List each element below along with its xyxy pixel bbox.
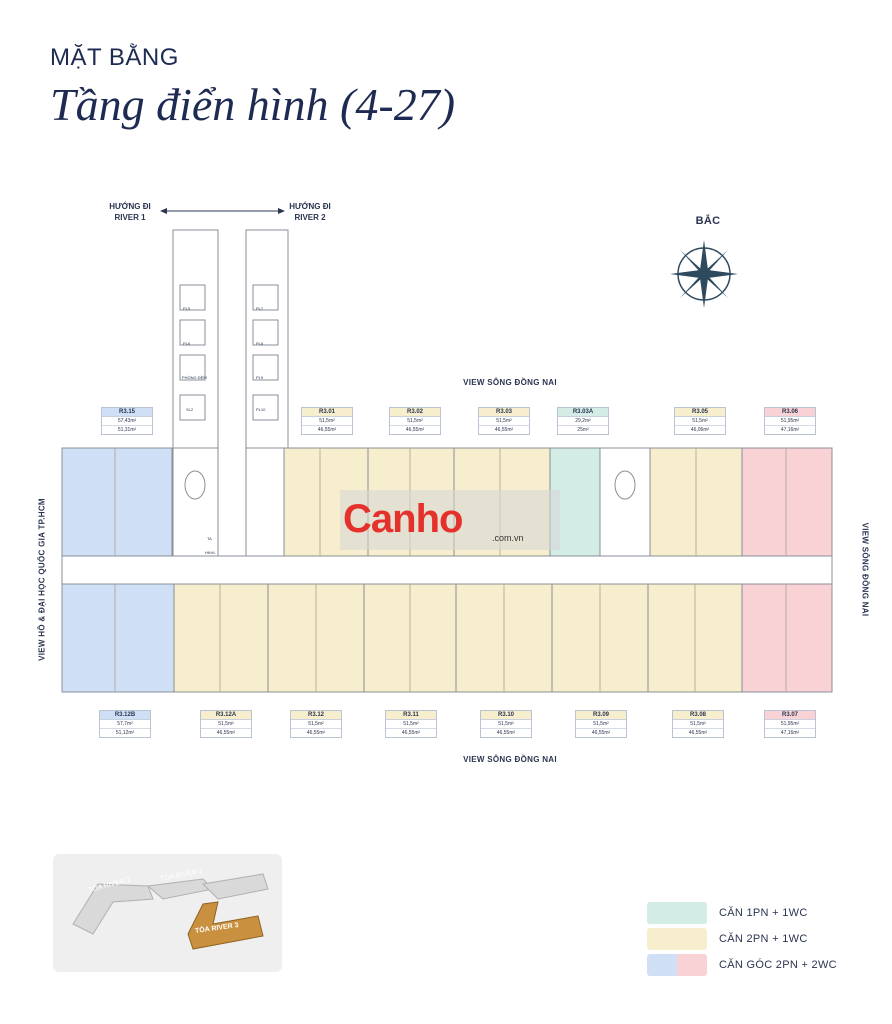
unit-r3-15 [61,447,173,557]
label-ta: TA [207,536,212,541]
compass-icon [670,240,738,308]
unit-tag-code: R3.06 [765,408,815,417]
label-pl5: PL5 [183,306,191,311]
direction-river2: HƯỚNG ĐI RIVER 2 [289,202,331,222]
unit-tag-b: 46,55m² [591,730,611,736]
unit-tag-code: R3.12A [201,711,251,720]
label-pl8: PL8 [256,341,264,346]
unit-tag-code: R3.03A [558,408,608,417]
unit-tag-a: 51,5m² [673,720,723,729]
unit-tag-code: R3.08 [673,711,723,720]
unit-tag-code: R3.12 [291,711,341,720]
unit-tag-b: 46,55m² [496,730,516,736]
unit-tag-b: 46,55m² [405,427,425,433]
label-pl7: PL7 [256,306,264,311]
unit-r3-12a [173,583,269,693]
legend-label-corner: CĂN GÓC 2PN + 2WC [719,959,837,971]
unit-tag-code: R3.12B [100,711,150,720]
unit-tag-a: 57,43m² [102,417,152,426]
unit-tag-code: R3.11 [386,711,436,720]
watermark-backdrop [340,490,560,550]
unit-r3-07 [741,583,833,693]
unit-tag-a: 51,5m² [201,720,251,729]
watermark-logo: Canho [343,497,463,541]
unit-tag-a: 51,5m² [302,417,352,426]
direction-river1: HƯỚNG ĐI RIVER 1 [109,202,151,222]
page-subtitle: MẶT BẰNG [50,44,179,71]
core-right [245,229,289,451]
north-label: BẮC [695,215,721,227]
view-top-label: VIEW SÔNG ĐỒNG NAI [463,378,557,387]
unit-tag-code: R3.15 [102,408,152,417]
unit-tag-b: 46,55m² [216,730,236,736]
unit-tag-code: R3.05 [675,408,725,417]
unit-tag-code: R3.07 [765,711,815,720]
watermark-domain: .com.vn [492,533,524,543]
unit-tag-code: R3.03 [479,408,529,417]
unit-tag-b: 47,16m² [780,427,800,433]
legend-label-1pn: CĂN 1PN + 1WC [719,907,808,919]
legend-2pn: CĂN 2PN + 1WC [647,928,808,950]
label-pl6: PL6 [183,341,191,346]
label-pl10: PL10 [256,407,266,412]
page-title: Tầng điển hình (4-27) [50,79,456,130]
legend-corner: CĂN GÓC 2PN + 2WC [647,954,837,976]
unit-tag-b: 46,55m² [317,427,337,433]
unit-tag-b: 46,55m² [306,730,326,736]
unit-tag-b: 51,31m² [117,427,137,433]
unit-tag-a: 51,5m² [386,720,436,729]
legend-swatch-corner [647,954,707,976]
unit-tag-a: 51,5m² [481,720,531,729]
unit-tag-b: 25m² [577,427,589,433]
unit-tag-a: 51,95m² [765,720,815,729]
label-pl9: PL9 [256,375,264,380]
minimap-drawing [72,873,269,950]
unit-tag-code: R3.10 [481,711,531,720]
unit-tag-code: R3.02 [390,408,440,417]
unit-tag-code: R3.09 [576,711,626,720]
unit-r3-06 [741,447,833,557]
unit-tag-a: 57,7m² [100,720,150,729]
legend-swatch-2pn [647,928,707,950]
direction-arrow-icon [160,208,285,214]
unit-tag-a: 51,95m² [765,417,815,426]
label-sl2: SL2 [186,407,194,412]
unit-tag-a: 51,5m² [576,720,626,729]
unit-tag-b: 46,55m² [494,427,514,433]
unit-tag-b: 46,55m² [401,730,421,736]
unit-tag-b: 47,16m² [780,730,800,736]
legend-swatch-1pn [647,902,707,924]
unit-tag-b: 51,12m² [115,730,135,736]
unit-tag-b: 46,55m² [688,730,708,736]
unit-tag-a: 51,5m² [390,417,440,426]
label-phongdem: PHÒNG ĐỆM [182,375,207,380]
unit-tag-a: 51,5m² [675,417,725,426]
view-bottom-label: VIEW SÔNG ĐỒNG NAI [463,755,557,764]
unit-tag-a: 51,5m² [291,720,341,729]
unit-tag-code: R3.01 [302,408,352,417]
legend-1pn: CĂN 1PN + 1WC [647,902,808,924]
unit-tag-b: 46,06m² [690,427,710,433]
unit-tag-a: 29,2m² [558,417,608,426]
legend-label-2pn: CĂN 2PN + 1WC [719,933,808,945]
unit-tag-a: 51,5m² [479,417,529,426]
label-hkhl: HKHL [205,550,216,555]
unit-r3-12b [61,583,175,693]
